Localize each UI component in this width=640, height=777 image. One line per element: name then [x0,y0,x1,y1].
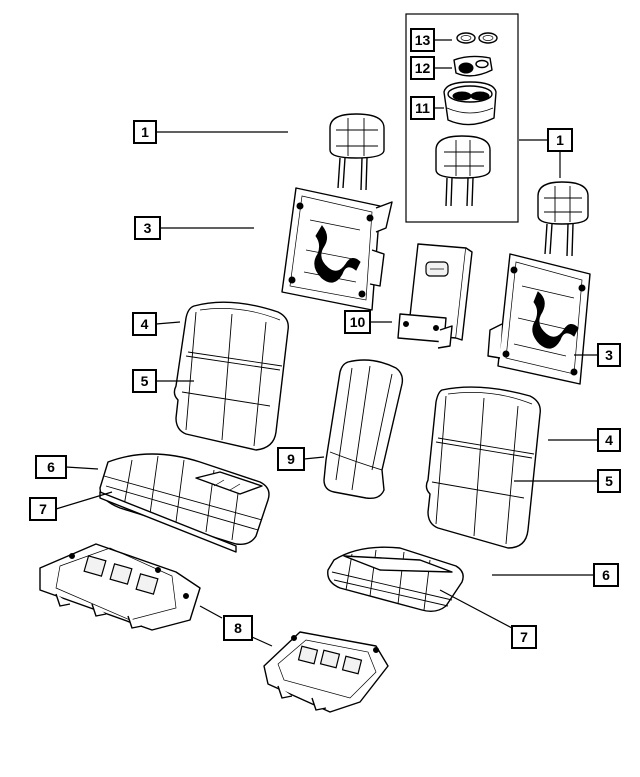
seatback-frame-icon [281,187,393,311]
armrest-bracket-icon [397,243,473,349]
callout-3-left: 3 [134,216,161,240]
svg-text:6: 6 [47,459,55,475]
svg-text:12: 12 [415,60,431,76]
callout-5-left: 5 [132,369,157,393]
seatback-cover-icon [425,386,541,549]
svg-text:7: 7 [520,629,528,645]
svg-text:11: 11 [415,100,430,116]
callout-1-right: 1 [547,128,573,152]
callout-3-right: 3 [597,343,621,367]
callout-7-right: 7 [511,625,537,649]
callout-12: 12 [410,56,435,80]
svg-text:3: 3 [144,220,152,236]
cupholder-insert-icon [453,55,493,77]
inset-box [405,13,519,223]
callout-6-left: 6 [35,455,67,479]
svg-text:1: 1 [556,132,564,148]
svg-text:13: 13 [415,32,431,48]
svg-text:4: 4 [605,432,613,448]
svg-text:5: 5 [141,373,149,389]
callout-13: 13 [410,28,435,52]
callout-6-right: 6 [593,563,619,587]
svg-text:8: 8 [234,620,242,636]
svg-text:3: 3 [605,347,613,363]
svg-text:6: 6 [602,567,610,583]
callout-5-right: 5 [597,469,621,493]
headrest-icon [329,113,385,191]
callout-9: 9 [277,447,305,471]
seat-cushion-frame-icon [263,631,389,713]
seat-cushion-frame-icon [39,543,201,631]
callout-11: 11 [410,96,435,120]
svg-text:4: 4 [141,316,149,332]
leader-lines [55,39,598,647]
svg-text:5: 5 [605,473,613,489]
seat-cushion-cover-icon [99,453,270,553]
armrest-icon [323,359,404,500]
cupholder-mat-icon [456,32,498,44]
headrest-icon [537,181,589,257]
seatback-cover-icon [173,301,289,451]
callout-8: 8 [223,615,253,641]
headrest-icon [435,135,491,207]
callout-10: 10 [344,310,371,334]
svg-text:10: 10 [350,314,366,330]
seat-cushion-cover-icon [327,546,464,613]
callout-4-right: 4 [597,428,621,452]
svg-text:9: 9 [287,451,295,467]
seatback-frame-icon [487,253,591,385]
svg-text:1: 1 [141,124,149,140]
callout-1-left: 1 [133,120,157,144]
svg-text:7: 7 [39,501,47,517]
cupholder-icon [443,81,497,126]
callout-7-left: 7 [29,497,57,521]
callout-4-left: 4 [132,312,157,336]
